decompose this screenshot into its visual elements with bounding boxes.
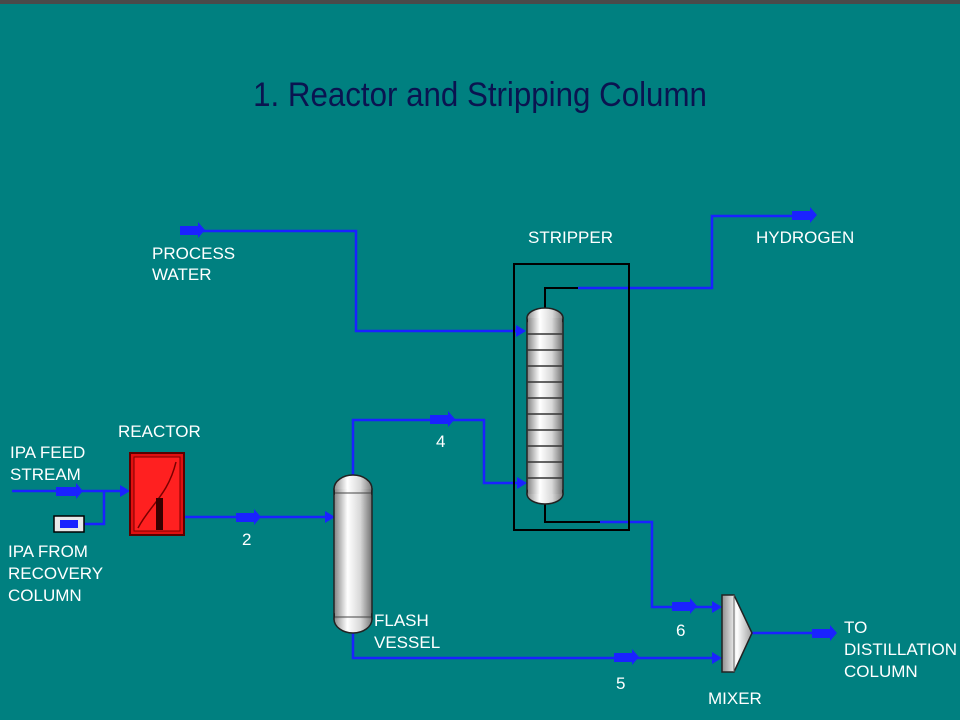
to-distillation-label-3: COLUMN bbox=[844, 662, 918, 681]
stream-2-number: 2 bbox=[242, 530, 251, 549]
ipa-recovery-label-3: COLUMN bbox=[8, 586, 82, 605]
stripper-trays bbox=[527, 333, 563, 479]
process-water-label-2: WATER bbox=[152, 265, 212, 284]
to-distillation-label-1: TO bbox=[844, 618, 867, 637]
stream-5-arrow bbox=[614, 653, 632, 662]
ipa-recovery-stream[interactable] bbox=[84, 491, 106, 526]
stream-6-arrow-head bbox=[690, 598, 697, 614]
reactor-unit[interactable] bbox=[129, 452, 185, 536]
flash-vessel-label-2: VESSEL bbox=[374, 633, 440, 652]
hydrogen-arrow-head bbox=[810, 207, 817, 223]
stream-4-number: 4 bbox=[436, 432, 445, 451]
stream-6-number: 6 bbox=[676, 621, 685, 640]
stripper-label: STRIPPER bbox=[528, 228, 613, 247]
ipa-feed-label-2: STREAM bbox=[10, 465, 81, 484]
top-border bbox=[0, 0, 960, 4]
ipa-feed-label-1: IPA FEED bbox=[10, 443, 85, 462]
ipa-recovery-label-2: RECOVERY bbox=[8, 564, 103, 583]
stream-5-arrow-head bbox=[632, 649, 639, 665]
outlet-arrow bbox=[812, 629, 830, 638]
stream-5-number: 5 bbox=[616, 674, 625, 693]
stream-arrows bbox=[56, 207, 837, 665]
process-water-label-1: PROCESS bbox=[152, 244, 235, 263]
ipa-feed-arrow bbox=[56, 487, 76, 496]
mixer-inlet-arrow-5 bbox=[712, 652, 722, 664]
stripper-overhead-black bbox=[544, 287, 578, 310]
stripper-side-inlet-arrow bbox=[517, 477, 527, 489]
stripper-enclosure bbox=[513, 263, 630, 531]
process-water-arrow-head bbox=[198, 222, 205, 238]
reactor-inlet-arrow bbox=[120, 485, 130, 497]
stripper-bottoms-black bbox=[544, 500, 600, 523]
stream-6-line[interactable] bbox=[600, 520, 718, 609]
mixer-inlet-arrow-6 bbox=[712, 601, 722, 613]
hydrogen-arrow bbox=[792, 211, 810, 220]
process-water-stream[interactable] bbox=[180, 229, 524, 333]
flash-vessel-unit[interactable] bbox=[333, 474, 373, 634]
stream-4-line[interactable] bbox=[351, 418, 524, 485]
hydrogen-label: HYDROGEN bbox=[756, 228, 854, 247]
reactor-label: REACTOR bbox=[118, 422, 201, 441]
stripper-column[interactable] bbox=[526, 307, 564, 505]
ipa-recovery-source[interactable] bbox=[53, 515, 85, 533]
ipa-recovery-label-1: IPA FROM bbox=[8, 542, 88, 561]
stream-4-arrow bbox=[430, 415, 448, 424]
stream-6-arrow bbox=[672, 602, 690, 611]
hydrogen-stream[interactable] bbox=[578, 214, 812, 290]
stream-5-line[interactable] bbox=[351, 632, 718, 660]
page-title: 1. Reactor and Stripping Column bbox=[253, 76, 707, 114]
stream-2-arrow bbox=[236, 513, 254, 522]
process-water-arrow bbox=[180, 226, 198, 235]
stream-4-arrow-head bbox=[448, 411, 455, 427]
mixer-unit[interactable] bbox=[721, 594, 753, 673]
stream-2-arrow-head bbox=[254, 509, 261, 525]
to-distillation-label-2: DISTILLATION bbox=[844, 640, 957, 659]
stripper-feed-arrow bbox=[516, 325, 526, 337]
flash-vessel-label-1: FLASH bbox=[374, 611, 429, 630]
mixer-label: MIXER bbox=[708, 689, 762, 708]
flash-inlet-arrow bbox=[325, 511, 335, 523]
ipa-feed-arrow-head bbox=[76, 483, 83, 499]
outlet-arrow-head bbox=[830, 625, 837, 641]
